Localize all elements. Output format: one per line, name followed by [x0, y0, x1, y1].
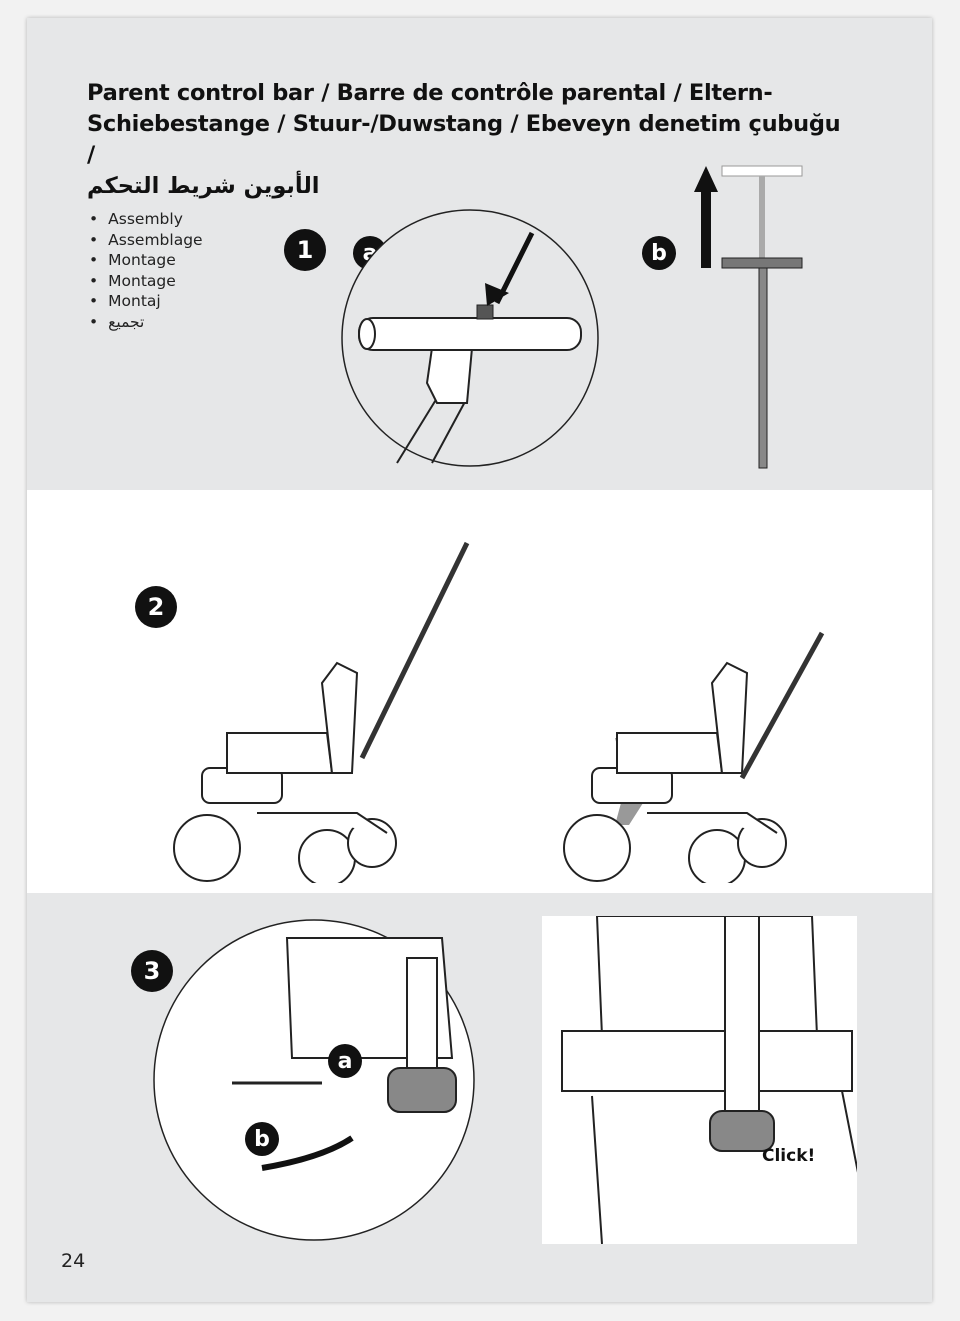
list-item: تجميع	[89, 312, 203, 333]
step2-band	[27, 490, 932, 893]
step-3b-badge: b	[245, 1122, 279, 1156]
step-3a-badge: a	[328, 1044, 362, 1078]
title-line-1: Parent control bar / Barre de contrôle p…	[87, 80, 773, 106]
list-item: Assemblage	[89, 230, 202, 251]
tricycle-attach-illustration	[173, 541, 825, 883]
manual-page: Parent control bar / Barre de contrôle p…	[27, 18, 932, 1302]
page-title: Parent control bar / Barre de contrôle p…	[87, 78, 847, 202]
title-line-arabic: الأبوين شريط التحكم	[87, 173, 320, 199]
list-item: Montage	[89, 250, 203, 271]
list-item: Montaj	[89, 291, 203, 312]
step-3-badge: 3	[131, 950, 173, 992]
lock-pin-detail-illustration	[153, 919, 475, 1241]
lock-pin-installed-illustration	[542, 916, 857, 1244]
step-2-badge: 2	[135, 586, 177, 628]
list-item: Assembly	[89, 209, 203, 230]
handlebar-extend-illustration	[694, 165, 803, 469]
title-line-2: Schiebestange / Stuur-/Duwstang / Ebevey…	[87, 111, 841, 168]
click-label: Click!	[762, 1146, 816, 1166]
step-1-badge: 1	[284, 229, 326, 271]
list-item: Montage	[89, 271, 203, 292]
handlebar-detail-illustration	[341, 209, 599, 467]
section-list: Assembly Assemblage Montage Montage Mont…	[89, 209, 203, 333]
step-1b-badge: b	[642, 236, 676, 270]
page-number: 24	[61, 1250, 86, 1272]
